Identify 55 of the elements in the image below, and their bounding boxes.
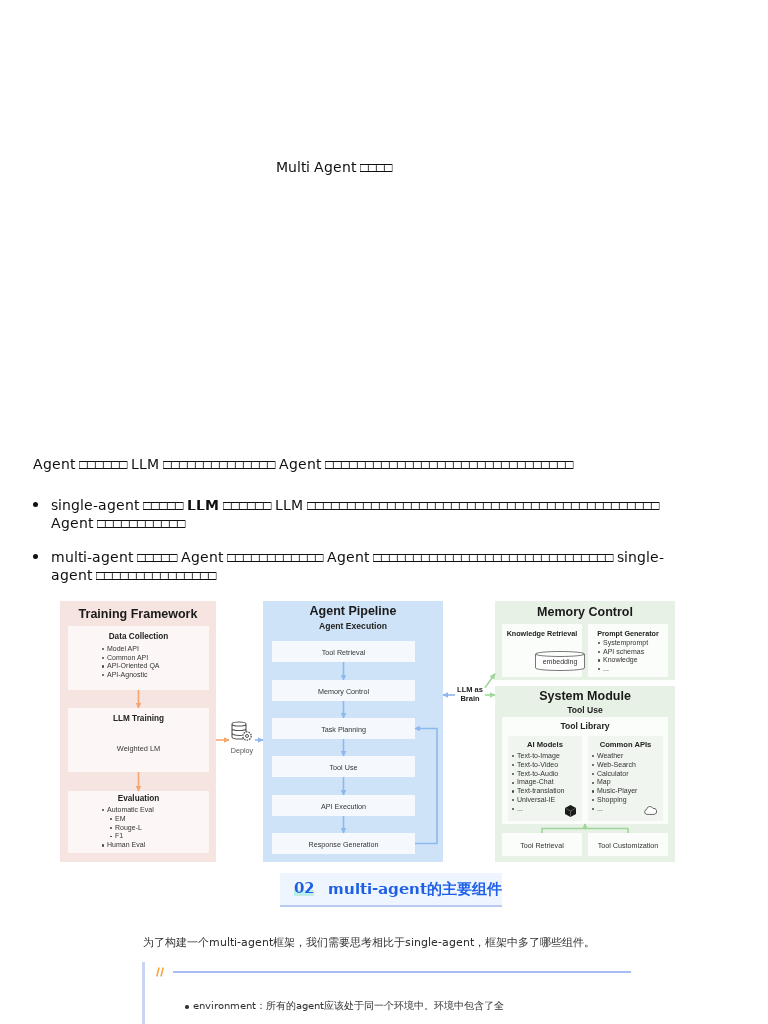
step-box: [272, 680, 415, 701]
card: [68, 791, 209, 853]
arrow: [340, 661, 347, 681]
step-box: [272, 795, 415, 816]
panel: [60, 601, 216, 862]
panel-title: System Module: [539, 689, 631, 703]
step-box: [588, 833, 668, 856]
arrow: [484, 692, 496, 698]
step-box: [272, 641, 415, 662]
step-box: [272, 756, 415, 777]
arrow: [254, 737, 264, 743]
arrow: [340, 815, 347, 834]
section-number: 02: [294, 880, 314, 896]
step-box: [502, 833, 582, 856]
list-item-text: multi-agent □□□□□ Agent □□□□□□□□□□□□ Agent □□□□□□□□□□□□□□□□□□□□□□□□□□□□□□ single-agent □□□□□□□□□□□□□□□: [51, 548, 665, 584]
page-title: Multi Agent □□□□: [276, 159, 392, 175]
panel: [495, 601, 675, 680]
panel-title: Training Framework: [78, 607, 198, 621]
panel-title: Agent Pipeline: [309, 604, 397, 618]
card: [68, 708, 209, 772]
quote-block: [142, 962, 632, 1024]
arrow: [340, 738, 347, 757]
arrow: [442, 692, 456, 698]
panel-title: Memory Control: [537, 605, 633, 619]
arrow: [484, 672, 496, 689]
panel-subtitle: Tool Use: [567, 705, 603, 715]
card: [502, 717, 668, 824]
card-title: Tool Library: [560, 721, 610, 731]
section-heading-band: [280, 873, 502, 907]
panel: [263, 601, 443, 862]
section-heading: multi-agent的主要组件: [328, 880, 502, 899]
arrow: [340, 776, 347, 796]
card: [68, 626, 209, 690]
panel: [495, 686, 675, 862]
card: [588, 736, 663, 821]
cylinder: [535, 651, 585, 671]
card-title: Data Collection: [108, 632, 169, 641]
step-box: [272, 833, 415, 854]
list-item-text: single-agent □□□□□ LLM □□□□□□ LLM □□□□□□□□□□□□□□□□□□□□□□□□□□□□□□□□□□□□□□□□□□□□ Agent □□□□□□□□□□□: [51, 496, 661, 532]
list-item-text: environment：所有的agent应该处于同一个环境中。环境中包含了全: [193, 999, 504, 1013]
card-title: Evaluation: [117, 794, 160, 803]
arrow: [135, 689, 142, 709]
card-title: LLM Training: [113, 714, 164, 723]
arrow: [340, 700, 347, 719]
paragraph: Agent □□□□□□ LLM □□□□□□□□□□□□□□ Agent □□□□□□□□□□□□□□□□□□□□□□□□□□□□□□□: [33, 455, 573, 473]
arrow: [135, 771, 142, 792]
arrow: [414, 725, 438, 845]
arrow: [215, 737, 230, 743]
step-box: [272, 718, 415, 739]
card: [502, 624, 582, 677]
card: [508, 736, 582, 821]
card: [588, 624, 668, 677]
paragraph: 为了构建一个multi-agent框架，我们需要思考相比于single-agent，框架中多了哪些组件。: [143, 935, 595, 949]
panel-subtitle: Agent Execution: [319, 621, 387, 631]
arrow: [582, 823, 629, 834]
